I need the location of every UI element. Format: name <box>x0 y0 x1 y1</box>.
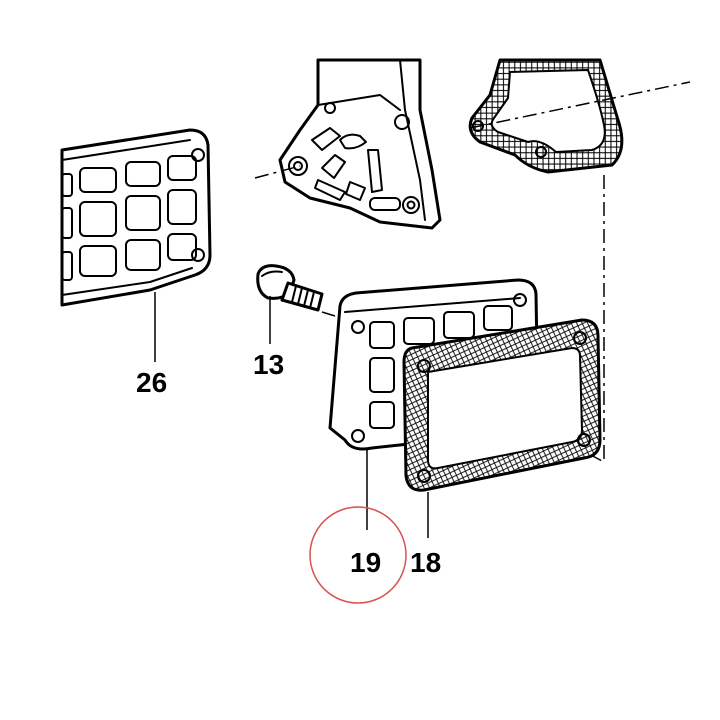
part-label-13: 13 <box>253 349 284 380</box>
part-18-gasket <box>402 318 602 492</box>
upper-gasket <box>468 58 624 174</box>
part-label-26: 26 <box>136 367 167 398</box>
part-label-19: 19 <box>350 547 381 578</box>
part-13-screw <box>256 264 324 312</box>
highlight-circle <box>309 506 407 604</box>
reed-plate-windows <box>61 155 197 281</box>
crankcase-housing <box>278 58 442 230</box>
part-label-18: 18 <box>410 547 441 578</box>
leader-lines <box>154 292 429 538</box>
part-26-reed-plate <box>60 128 212 307</box>
